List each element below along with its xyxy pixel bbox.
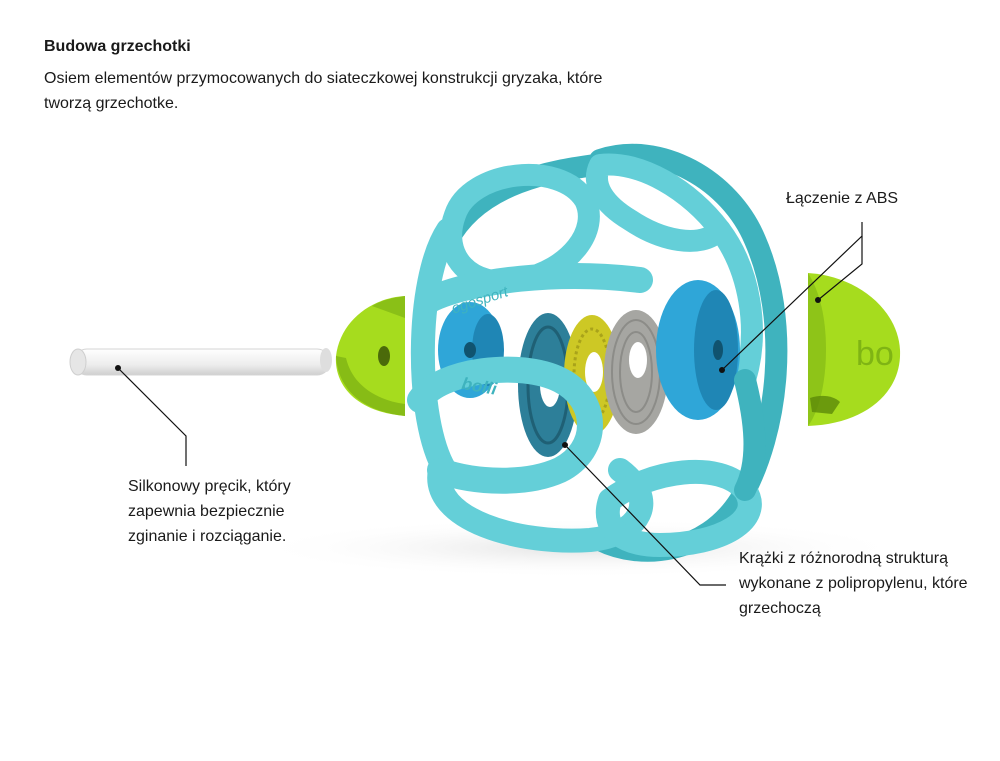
callout-discs: Krążki z różnorodną strukturą wykonane z…: [739, 550, 968, 617]
teether-ball: [410, 143, 788, 562]
callout-rod: Silkonowy pręcik, który zapewnia bezpiec…: [128, 478, 291, 545]
leader-rod: [117, 367, 187, 466]
page-description: Osiem elementów przymocowanych do siatec…: [44, 70, 603, 112]
left-abs-cap: [335, 296, 405, 416]
header: Budowa grzechotki Osiem elementów przymo…: [44, 38, 644, 116]
page-title: Budowa grzechotki: [44, 38, 191, 55]
cap-brand-text: bo: [856, 335, 894, 373]
right-abs-cap: bo: [808, 273, 901, 426]
callout-abs: Łączenie z ABS: [786, 190, 899, 207]
teether-ball-front: [407, 356, 766, 557]
leader-abs-right: [817, 236, 863, 301]
silicone-rod: [69, 348, 332, 376]
leader-lines: [117, 222, 863, 586]
disc-blue-right: [656, 280, 740, 420]
leader-dots: [115, 297, 821, 448]
disc-gray: [604, 310, 668, 434]
leader-discs: [564, 444, 726, 586]
